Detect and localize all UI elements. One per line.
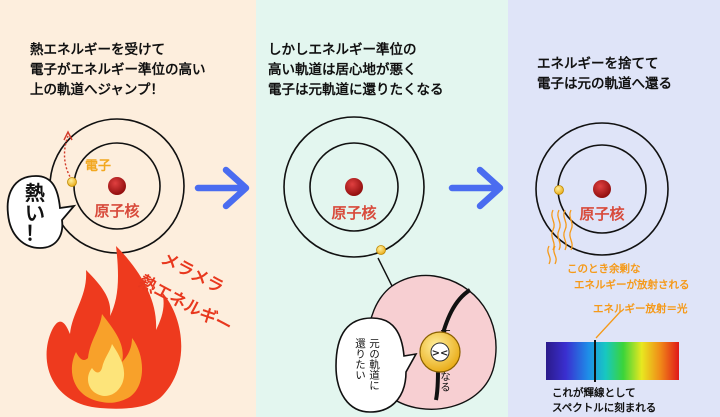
speech-hot-text: 熱い！ bbox=[25, 181, 45, 245]
spectrum-caption-1: これが輝線として bbox=[552, 386, 636, 399]
speech-bubble-hot: 熱い！ bbox=[6, 175, 77, 249]
electron-face-icon: >< bbox=[419, 331, 461, 373]
speech-unstable-text-2: 元の軌道に bbox=[368, 338, 380, 391]
right-arrow-icon bbox=[194, 166, 250, 210]
flame-icon bbox=[46, 246, 182, 409]
emission-waves bbox=[547, 209, 573, 265]
outer-orbit bbox=[535, 122, 669, 256]
nucleus-label: 原子核 bbox=[331, 204, 376, 222]
jump-trail bbox=[63, 135, 73, 181]
electron bbox=[67, 177, 77, 187]
excess-text-1: このとき余剰な bbox=[567, 262, 641, 275]
spectrum-caption-2: スペクトルに刻まれる bbox=[552, 401, 656, 414]
atom-3: 原子核 bbox=[535, 122, 669, 256]
nucleus-label: 原子核 bbox=[94, 202, 139, 220]
panel-2-caption: しかしエネルギー準位の 高い軌道は居心地が悪く 電子は元軌道に還りたくなる bbox=[268, 42, 444, 98]
atom-1: 原子核 電子 bbox=[49, 118, 185, 254]
jump-arrowhead-icon bbox=[63, 130, 73, 141]
nucleus-label: 原子核 bbox=[579, 205, 624, 223]
panel-3-caption: エネルギーを捨てて 電子は元の軌道へ還る bbox=[537, 56, 672, 92]
speech-unstable-text-3: 還りたい bbox=[354, 337, 366, 380]
electron bbox=[376, 245, 386, 255]
atom-2: 原子核 bbox=[283, 116, 425, 258]
emission-text: エネルギー放射＝光 bbox=[593, 302, 688, 315]
speech-hot-char: い bbox=[25, 201, 45, 225]
speech-hot-char: ！ bbox=[25, 221, 45, 245]
electron bbox=[554, 185, 564, 195]
right-arrow-icon bbox=[448, 166, 504, 210]
spectrum-bar bbox=[546, 342, 679, 380]
emission-line bbox=[595, 311, 621, 339]
inner-orbit bbox=[309, 142, 399, 232]
nucleus bbox=[345, 178, 363, 196]
panel-1-caption: 熱エネルギーを受けて 電子がエネルギー準位の高い 上の軌道へジャンプ！ bbox=[30, 42, 206, 98]
nucleus bbox=[108, 177, 126, 195]
spectrum bbox=[546, 340, 679, 382]
outer-orbit bbox=[283, 116, 425, 258]
excess-text-2: エネルギーが放射される bbox=[574, 278, 690, 291]
nucleus bbox=[593, 180, 611, 198]
face-expression: >< bbox=[432, 348, 449, 359]
electron-label: 電子 bbox=[85, 159, 111, 174]
speech-hot-char: 熱 bbox=[25, 181, 45, 205]
